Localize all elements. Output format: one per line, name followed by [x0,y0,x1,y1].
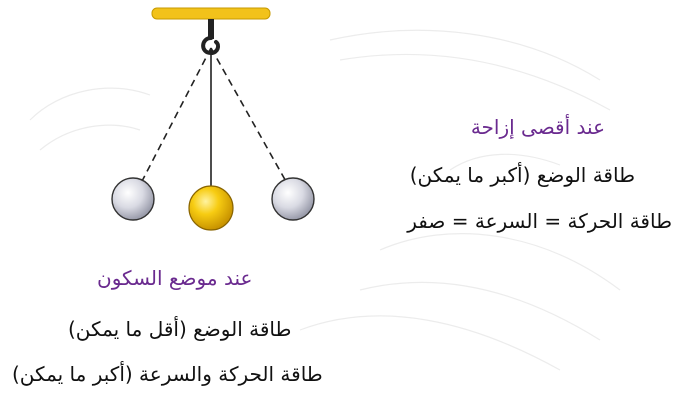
rest-potential-energy: طاقة الوضع (أقل ما يمكن) [68,317,292,341]
rest-position-heading: عند موضع السكون [97,266,253,290]
bob-left [111,177,155,221]
string-right [210,47,289,186]
string-left [139,47,212,186]
bob-right [271,177,315,221]
bob-middle [188,185,234,231]
background-sketch [29,29,621,371]
extreme-potential-energy: طاقة الوضع (أكبر ما يمكن) [409,163,635,187]
extreme-kinetic-energy: طاقة الحركة = السرعة = صفر [407,209,672,233]
support-bar [151,7,271,20]
extreme-displacement-heading: عند أقصى إزاحة [470,115,605,139]
rest-kinetic-energy: طاقة الحركة والسرعة (أكبر ما يمكن) [12,362,323,386]
